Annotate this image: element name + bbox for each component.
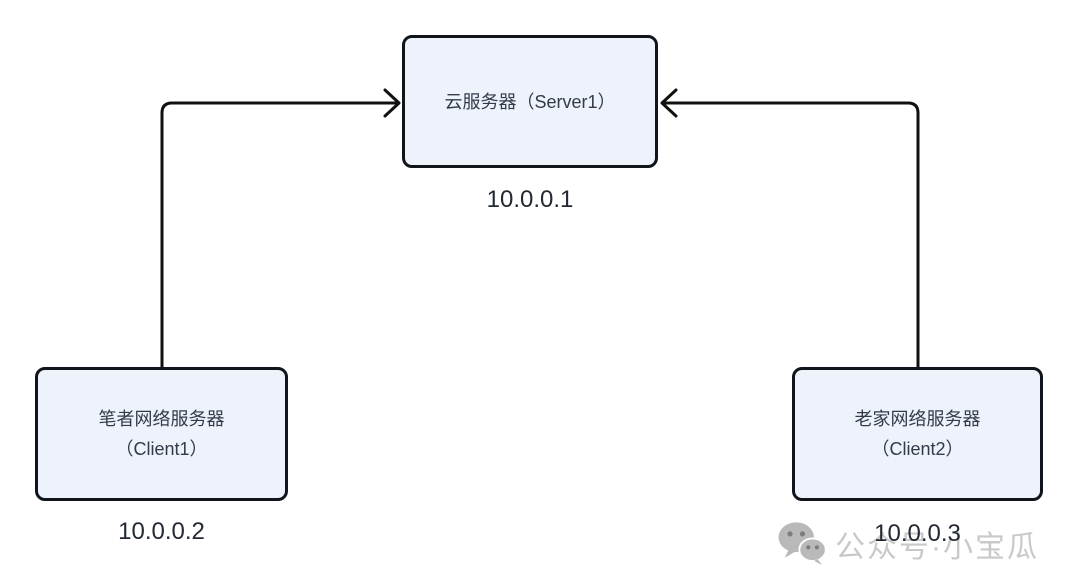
node-client1: 笔者网络服务器 （Client1）	[35, 367, 288, 501]
arrowhead-client1-icon	[383, 88, 401, 118]
watermark-text: 公众号·小宝瓜	[835, 530, 1039, 564]
server-ip-label: 10.0.0.1	[486, 186, 574, 213]
node-client2-alias: （Client2）	[871, 439, 964, 459]
arrowhead-client2-icon	[660, 88, 678, 118]
node-server: 云服务器（Server1）	[402, 35, 658, 168]
arrow-client2-to-server	[663, 101, 920, 369]
wechat-icon	[778, 522, 826, 566]
node-client1-alias: （Client1）	[115, 439, 208, 459]
node-server-label: 云服务器（Server1）	[444, 91, 616, 112]
arrow-client1-to-server	[160, 101, 398, 369]
watermark: 公众号·小宝瓜	[778, 521, 1039, 566]
node-client1-name: 笔者网络服务器	[98, 409, 225, 429]
node-client2-name: 老家网络服务器	[854, 409, 981, 429]
client2-ip-label: 10.0.0.3	[874, 520, 961, 547]
node-client2: 老家网络服务器 （Client2）	[792, 367, 1043, 501]
client1-ip-label: 10.0.0.2	[118, 518, 205, 545]
